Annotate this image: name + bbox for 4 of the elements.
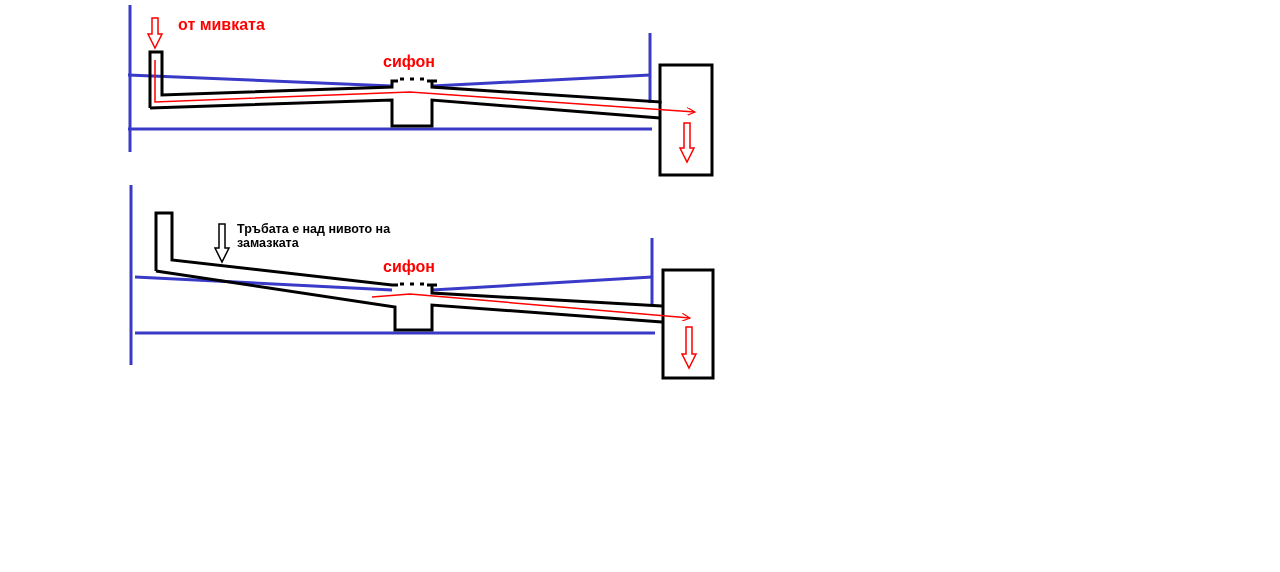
part-label: сифон [383,53,435,72]
part-label: сифон [383,258,435,277]
note-text: Тръбата е над нивото на замазката [237,222,392,251]
part-label: от мивката [178,16,265,35]
